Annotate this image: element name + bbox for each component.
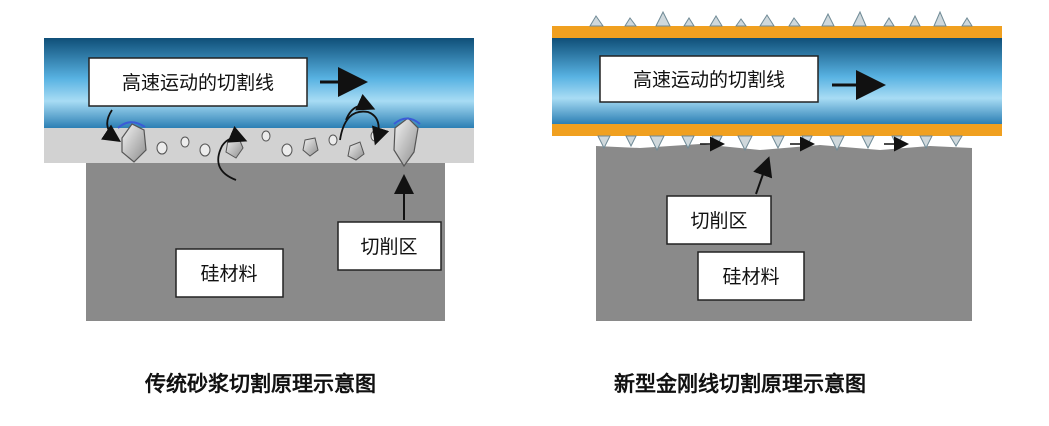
right-caption: 新型金刚线切割原理示意图 xyxy=(614,372,866,396)
left-curved-arrow-3 xyxy=(339,110,390,146)
right-zone-pointer xyxy=(753,156,773,195)
right-silicon-block xyxy=(596,144,972,321)
left-zone-label-box xyxy=(337,221,442,271)
right-wire-label: 高速运动的切割线 xyxy=(633,69,785,91)
right-wire-label-box xyxy=(599,55,819,103)
left-curved-arrow-1 xyxy=(101,109,121,142)
left-panel: 高速运动的切割线 切削区 硅材料 xyxy=(44,38,474,321)
right-material-label-box xyxy=(697,251,805,301)
left-curved-arrow-4 xyxy=(345,93,376,121)
left-material-label: 硅材料 xyxy=(200,263,257,285)
right-diamond-coating-bottom xyxy=(552,124,1002,136)
left-zone-label: 切削区 xyxy=(360,236,417,258)
left-curved-arrow-2 xyxy=(217,126,248,181)
left-material-label-box xyxy=(175,248,284,298)
left-caption: 传统砂浆切割原理示意图 xyxy=(145,372,376,396)
right-diamond-grits-top xyxy=(589,10,973,27)
left-wire-label: 高速运动的切割线 xyxy=(122,72,274,94)
right-zone-label: 切削区 xyxy=(690,210,747,232)
right-panel: 高速运动的切割线 切削区 硅材料 xyxy=(552,10,1002,321)
right-zone-label-box xyxy=(666,195,772,245)
right-material-label: 硅材料 xyxy=(722,266,779,288)
right-diamond-coating-top xyxy=(552,26,1002,38)
left-wire-label-box xyxy=(88,57,308,107)
